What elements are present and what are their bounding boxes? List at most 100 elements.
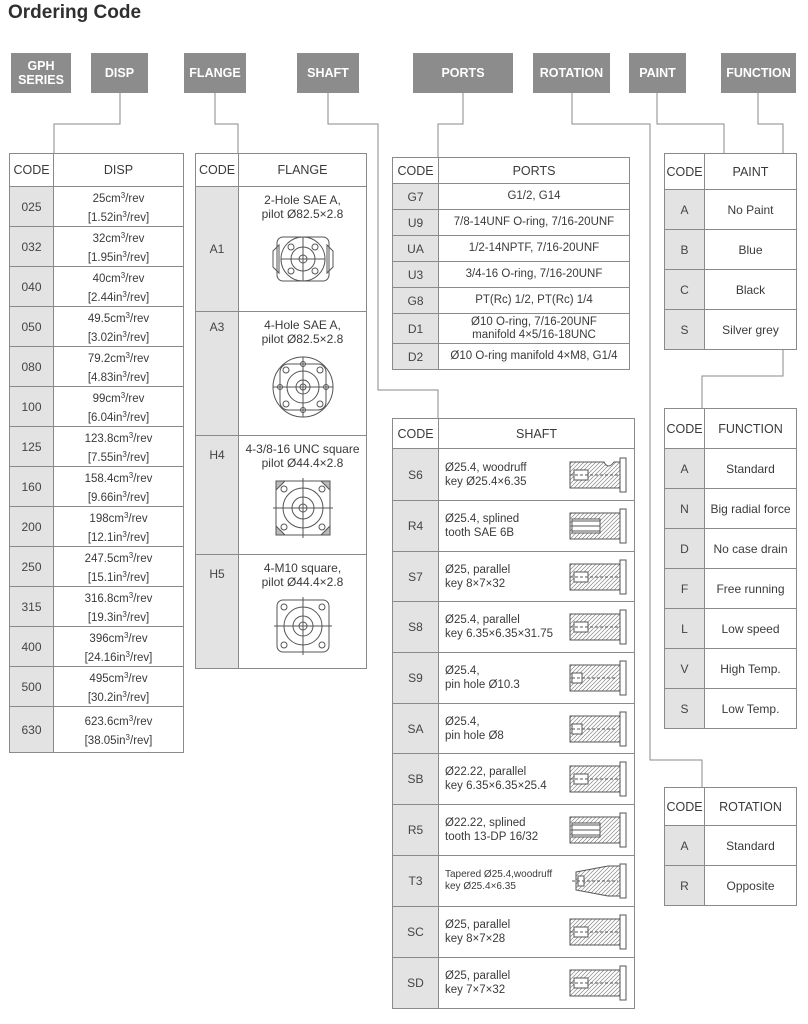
disp-metric: 49.5cm3/rev [54,308,183,327]
ports-desc-cell: G1/2, G14 [438,183,630,210]
disp-value-cell: 316.8cm3/rev[19.3in3/rev] [53,586,184,627]
header-series-line1: GPH [27,59,55,73]
header-rotation: ROTATION [533,53,610,93]
disp-metric-value: 247.5cm [84,552,129,565]
ports-desc-line2: manifold 4×5/16-18UNC [472,328,596,341]
header-ports: PORTS [413,53,513,93]
disp-imperial-unit: /rev] [130,734,153,747]
paint-code: B [664,229,705,270]
superscript-3: 3 [120,230,126,240]
disp-metric-unit: /rev [133,552,153,565]
superscript-3: 3 [123,670,129,680]
shaft-desc: Ø25.4,pin hole Ø8 [445,715,568,743]
disp-metric-value: 495cm [89,672,124,685]
header-function: FUNCTION [721,53,796,93]
shaft-desc-wrap: Ø25.4,pin hole Ø8 [439,710,634,748]
shaft-desc-line1: Ø25.4, [445,665,480,677]
function-code: A [664,448,705,489]
ports-desc-cell: Ø10 O-ring manifold 4×M8, G1/4 [438,343,630,370]
superscript-3: 3 [122,529,127,539]
shaft-desc-line1: Ø25.4, woodruff [445,461,527,474]
disp-title: DISP [53,153,184,187]
superscript-3: 3 [125,649,130,659]
disp-metric-value: 40cm [92,272,121,285]
m10-square-flange-icon [273,597,332,655]
superscript-3: 3 [122,369,127,379]
flange-code-header: CODE [195,153,239,187]
superscript-3: 3 [122,489,127,499]
shaft-desc-line1: Ø25, parallel [445,563,511,576]
rotation-code: R [664,865,705,906]
function-code: N [664,488,705,529]
disp-code: 025 [9,186,54,227]
shaft-desc-line1: Ø22.22, parallel [445,766,527,778]
superscript-3: 3 [128,470,134,480]
ports-title: PORTS [438,157,630,184]
disp-metric-unit: /rev [128,632,148,645]
disp-imperial-value: [1.95in [87,251,123,264]
shaft-desc-line2: key Ø25.4×6.35 [445,881,516,892]
shaft-code: S9 [392,652,439,704]
disp-code: 250 [9,546,54,587]
flange-code: A3 [195,311,239,436]
disp-imperial-unit: /rev] [126,411,150,424]
shaft-desc-line2: key 7×7×32 [445,984,506,996]
shaft-code: S8 [392,601,439,653]
shaft-code: SA [392,703,439,754]
disp-metric-value: 32cm [92,232,121,245]
disp-metric-unit: /rev [125,392,145,405]
superscript-3: 3 [125,350,130,360]
disp-imperial: [2.44in3/rev] [54,287,183,306]
disp-code: 125 [9,426,54,467]
disp-imperial: [24.16in3/rev] [54,647,183,666]
disp-imperial-unit: /rev] [126,691,150,704]
superscript-3: 3 [120,390,126,400]
shaft-desc-line2: key 8×7×32 [445,577,506,590]
connector-disp [53,93,121,153]
function-title: FUNCTION [704,408,797,449]
disp-metric-value: 316.8cm [84,592,129,605]
disp-imperial: [7.55in3/rev] [54,447,183,466]
disp-metric: 623.6cm3/rev [54,711,183,730]
shaft-desc-line2: key Ø25.4×6.35 [445,475,527,488]
rotation-title: ROTATION [704,787,797,826]
table-row: A1 2-Hole SAE A, pilot Ø82.5×2.8 [195,186,367,312]
paint-value: Blue [704,229,797,270]
disp-metric: 25cm3/rev [54,188,183,207]
paint-code: C [664,269,705,310]
flange-desc-line1: 4-M10 square, [263,561,342,575]
ports-desc-line1: 7/8-14UNF O-ring, 7/16-20UNF [453,216,615,228]
shaft-desc: Ø25.4,pin hole Ø10.3 [445,664,568,692]
flange-title: FLANGE [238,153,367,187]
parallel-key-shaft-icon [569,761,627,797]
function-code: D [664,528,705,569]
shaft-desc-line1: Ø22.22, splined [445,817,526,829]
paint-value: No Paint [704,189,797,230]
disp-imperial: [4.83in3/rev] [54,367,183,386]
ports-code: U9 [392,209,439,236]
superscript-3: 3 [122,249,127,259]
superscript-3: 3 [125,732,130,742]
shaft-code: S6 [392,448,439,501]
paint-code: S [664,309,705,350]
disp-imperial-unit: /rev] [126,211,150,224]
disp-imperial-value: [19.3in [87,611,123,624]
function-code: V [664,648,705,689]
disp-imperial-unit: /rev] [126,371,150,384]
